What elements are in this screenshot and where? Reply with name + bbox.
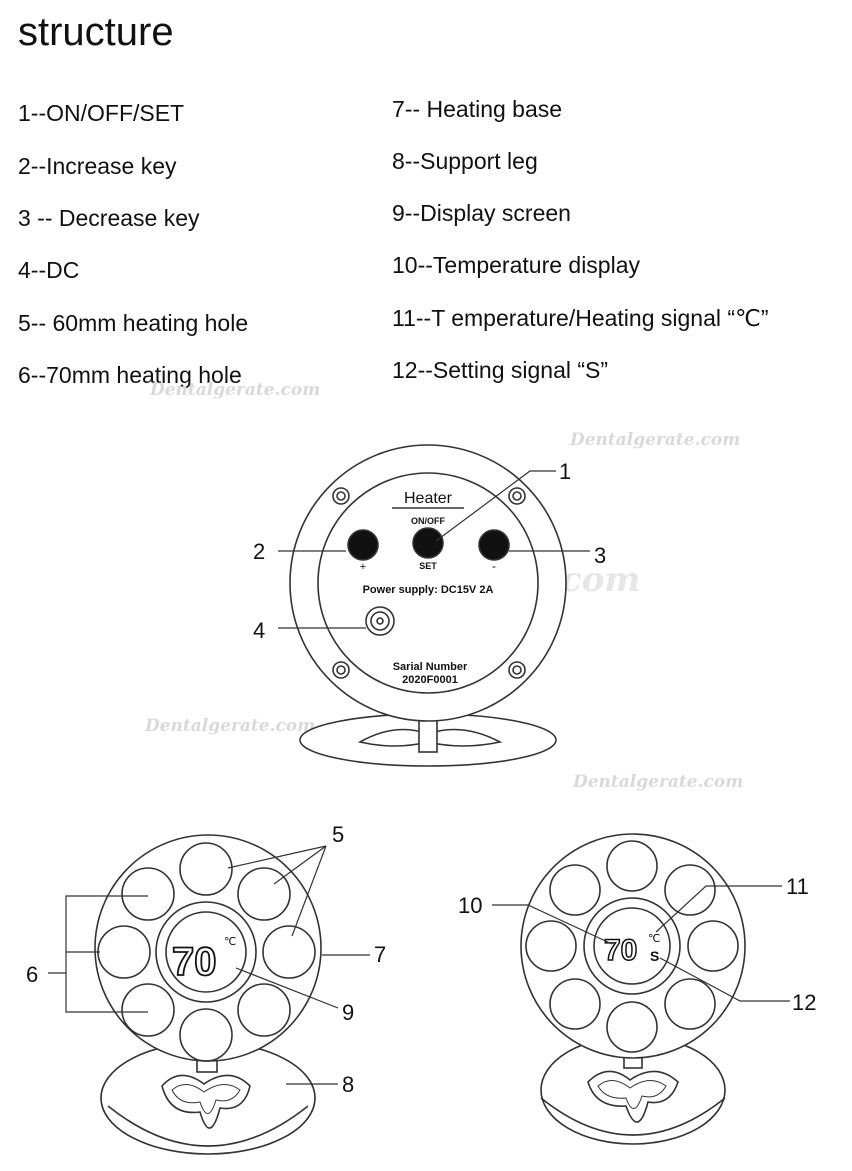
- screw-icon: [512, 665, 522, 675]
- legend-item-12: 12--Setting signal “S”: [392, 357, 609, 383]
- callout-11: 11: [786, 874, 809, 899]
- heating-hole: [525, 920, 577, 972]
- watermark: Dentalgerate.com: [150, 380, 321, 400]
- heating-hole-60mm: [262, 925, 316, 979]
- watermark: Dentalgerate.com: [570, 430, 741, 450]
- watermark: Dentalgerate.com: [145, 716, 316, 736]
- legend-item-10: 10--Temperature display: [392, 252, 641, 278]
- heating-hole-70mm: [121, 983, 175, 1037]
- leader-line-12: [659, 957, 790, 1002]
- legend-item-6: 6--70mm heating hole: [18, 362, 242, 388]
- onoff-label: ON/OFF: [411, 516, 445, 526]
- screw-icon: [512, 491, 522, 501]
- callout-12: 12: [792, 990, 816, 1015]
- legend-item-1: 1--ON/OFF/SET: [18, 100, 185, 126]
- display-inner: [165, 911, 247, 993]
- display-screen: [583, 897, 681, 995]
- base-cutout-inner: [597, 1080, 667, 1109]
- screw-icon: [508, 487, 526, 505]
- heating-hole: [664, 864, 716, 916]
- temperature-display: 70: [172, 940, 217, 984]
- heating-hole: [549, 978, 601, 1030]
- plus-label: +: [360, 561, 366, 573]
- page-title: structure: [18, 10, 174, 54]
- increase-button[interactable]: [347, 529, 379, 561]
- leader-line-10: [492, 904, 613, 945]
- legend-item-11: 11--T emperature/Heating signal “℃”: [392, 305, 769, 331]
- watermark: Dentalgerate.com: [573, 772, 744, 792]
- heating-hole-60mm: [179, 842, 233, 896]
- onoff-set-button[interactable]: [412, 527, 444, 559]
- leader-line-11: [655, 885, 782, 933]
- heating-hole: [606, 840, 658, 892]
- base-cutout-inner: [171, 1084, 241, 1114]
- front-view-right: 70 ℃ S 10 11 12: [458, 833, 816, 1145]
- screw-icon: [332, 661, 350, 679]
- dc-jack-icon: [365, 606, 395, 636]
- screw-icon: [332, 487, 350, 505]
- set-label: SET: [419, 561, 437, 571]
- legend-item-4: 4--DC: [18, 257, 80, 283]
- legend-item-2: 2--Increase key: [18, 153, 177, 179]
- heating-hole: [606, 1001, 658, 1053]
- leader-line-5c: [291, 845, 327, 937]
- heating-hole: [549, 864, 601, 916]
- panel-face: [317, 472, 539, 694]
- heating-hole-60mm: [237, 983, 291, 1037]
- heating-hole-70mm: [121, 867, 175, 921]
- heating-hole: [687, 920, 739, 972]
- callout-3: 3: [594, 543, 606, 568]
- heating-hole-60mm: [237, 867, 291, 921]
- base-cutout: [161, 1074, 251, 1129]
- base-cutout: [357, 728, 503, 747]
- dc-jack-icon: [376, 617, 384, 625]
- set-signal: S: [650, 948, 659, 964]
- dc-jack-icon: [370, 611, 390, 631]
- celsius-signal: ℃: [224, 936, 236, 948]
- power-supply-text: Power supply: DC15V 2A: [363, 584, 494, 596]
- back-view: Heater ON/OFF + SET - Power supply: DC15…: [253, 444, 606, 767]
- screw-icon: [336, 491, 346, 501]
- callout-10: 10: [458, 893, 482, 918]
- callout-9: 9: [342, 1000, 354, 1025]
- callout-2: 2: [253, 539, 265, 564]
- legend-item-9: 9--Display screen: [392, 200, 571, 226]
- heating-hole-60mm: [179, 1008, 233, 1062]
- decrease-button[interactable]: [478, 529, 510, 561]
- screw-icon: [508, 661, 526, 679]
- temperature-display: 70: [604, 934, 637, 967]
- leader-line-6: [65, 895, 148, 1013]
- heating-hole: [664, 978, 716, 1030]
- celsius-signal: ℃: [648, 933, 660, 945]
- leader-line-1: [435, 470, 556, 542]
- base-cutout: [587, 1070, 679, 1123]
- device-name: Heater: [404, 490, 453, 507]
- display-inner: [593, 907, 671, 985]
- callout-6: 6: [26, 962, 38, 987]
- callout-4: 4: [253, 618, 265, 643]
- leader-line-5a: [227, 845, 327, 869]
- base-edge: [540, 1097, 726, 1136]
- serial-label: Sarial Number: [393, 661, 468, 673]
- leader-line-9: [235, 967, 339, 1009]
- callout-1: 1: [559, 459, 571, 484]
- legend-item-3: 3 -- Decrease key: [18, 205, 200, 231]
- callout-7: 7: [374, 942, 386, 967]
- legend-item-8: 8--Support leg: [392, 148, 538, 174]
- leader-line-5b: [273, 845, 327, 885]
- minus-label: -: [492, 559, 496, 573]
- base-edge: [107, 1105, 309, 1147]
- front-view-left: 70 ℃ 5 6 7 9 8: [26, 822, 386, 1155]
- callout-8: 8: [342, 1072, 354, 1097]
- display-screen: [155, 901, 257, 1003]
- legend-item-5: 5-- 60mm heating hole: [18, 310, 249, 336]
- screw-icon: [336, 665, 346, 675]
- callout-5: 5: [332, 822, 344, 847]
- serial-value: 2020F0001: [402, 674, 458, 686]
- legend-item-7: 7-- Heating base: [392, 96, 563, 122]
